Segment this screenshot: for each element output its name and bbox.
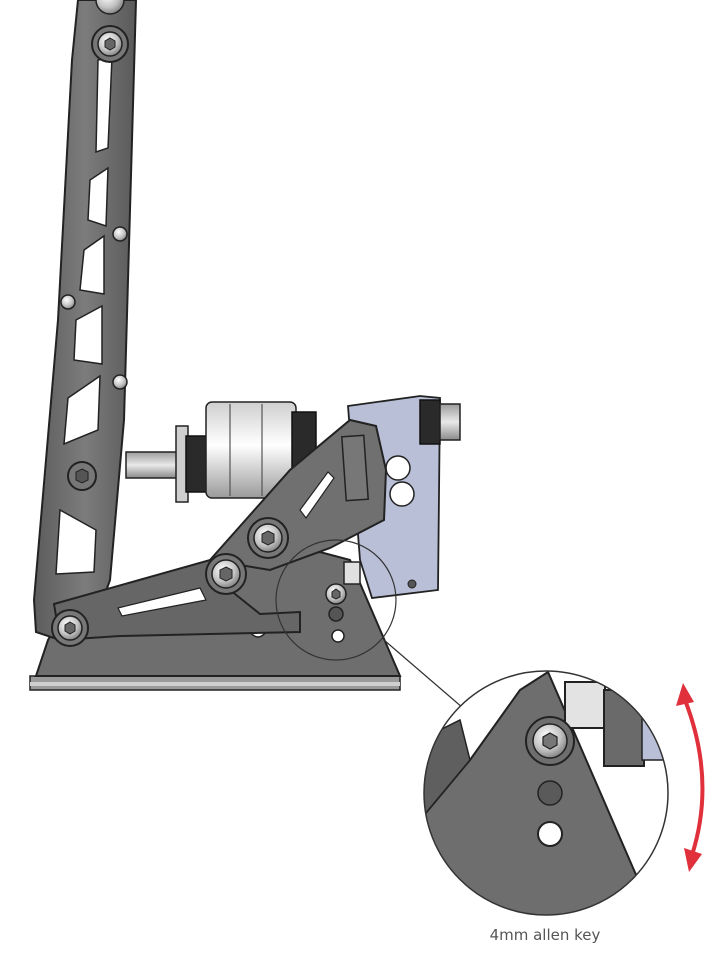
bolt-linkage-upper [247,517,289,559]
base-plate [29,675,401,691]
bolt-arm-mid [67,461,97,491]
spring-rod [125,425,211,503]
arm-cutout-3 [79,234,105,295]
allen-key-caption: 4mm allen key [489,926,601,944]
bolt-top-partial [95,0,125,15]
bolt-pivot-left [51,609,89,647]
rear-bumper [419,399,461,445]
large-bolts [51,0,361,647]
bolt-linkage-lower [205,553,247,595]
zoomed-detail-view [423,670,669,916]
arm-cutout-2 [87,166,109,228]
arm-small-nuts [60,226,128,390]
bolt-adjuster [325,583,347,605]
arm-cutout-6 [55,508,97,575]
bolt-top [91,25,129,63]
arm-cutout-4 [73,304,103,365]
arm-cutout-5 [63,374,101,446]
detail-callout [275,539,471,715]
pedal-arm [32,0,138,642]
curved-double-arrow-icon [676,683,705,872]
